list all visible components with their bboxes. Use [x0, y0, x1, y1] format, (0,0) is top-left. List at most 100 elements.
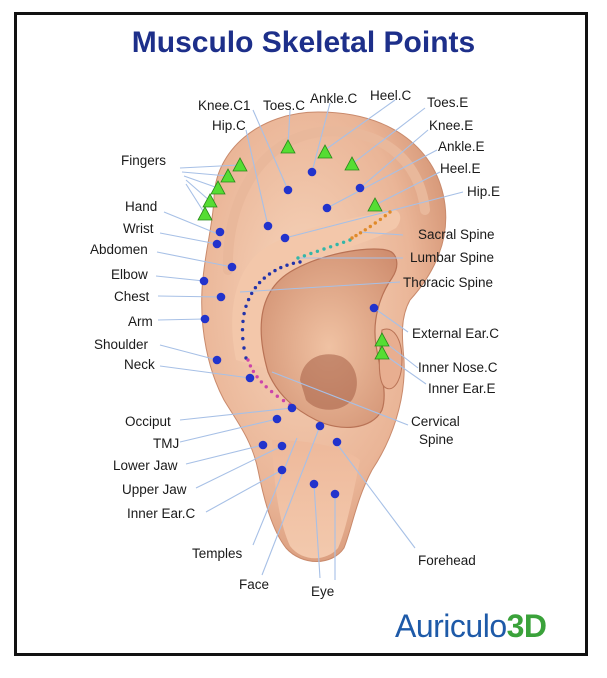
label-external-ear-c: External Ear.C	[412, 326, 499, 341]
cervical-spine-dot	[252, 370, 255, 373]
label-knee-e: Knee.E	[429, 118, 473, 133]
cervical-spine-dot	[260, 380, 263, 383]
cervical-spine-dot	[282, 399, 285, 402]
thoracic-spine-dot	[241, 320, 244, 323]
leader-line	[156, 276, 204, 281]
point-marker	[201, 315, 210, 324]
sacral-spine-dot	[384, 214, 387, 217]
point-marker	[213, 356, 222, 365]
label-spine: Spine	[419, 432, 454, 447]
brand-name: Auriculo	[395, 608, 507, 644]
label-wrist: Wrist	[123, 221, 154, 236]
point-marker	[310, 480, 319, 489]
label-heel-c: Heel.C	[370, 88, 412, 103]
point-marker	[217, 293, 226, 302]
lumbar-spine-dot	[303, 254, 306, 257]
point-marker	[228, 263, 237, 272]
label-cervical: Cervical	[411, 414, 460, 429]
label-knee-c1: Knee.C1	[198, 98, 251, 113]
label-upper-jaw: Upper Jaw	[122, 482, 187, 497]
sacral-spine-dot	[374, 221, 377, 224]
thoracic-spine-dot	[298, 260, 301, 263]
label-hand: Hand	[125, 199, 157, 214]
label-tmj: TMJ	[153, 436, 179, 451]
point-marker	[246, 374, 255, 383]
leader-line	[158, 319, 205, 320]
point-marker	[284, 186, 293, 195]
sacral-spine-dot	[359, 231, 362, 234]
lumbar-spine-dot	[342, 241, 345, 244]
point-marker	[308, 168, 317, 177]
lumbar-spine-dot	[296, 256, 299, 259]
lumbar-spine-dot	[316, 250, 319, 253]
sacral-spine-dot	[369, 225, 372, 228]
cervical-spine-dot	[246, 358, 249, 361]
label-thoracic-spine: Thoracic Spine	[403, 275, 493, 290]
label-inner-ear-c: Inner Ear.C	[127, 506, 196, 521]
label-elbow: Elbow	[111, 267, 148, 282]
point-marker	[356, 184, 365, 193]
label-ankle-e: Ankle.E	[438, 139, 485, 154]
cervical-spine-dot	[255, 375, 258, 378]
label-temples: Temples	[192, 546, 243, 561]
label-lumbar-spine: Lumbar Spine	[410, 250, 494, 265]
thoracic-spine-dot	[242, 312, 245, 315]
point-marker	[316, 422, 325, 431]
thoracic-spine-dot	[263, 276, 266, 279]
label-arm: Arm	[128, 314, 153, 329]
point-marker	[200, 277, 209, 286]
label-occiput: Occiput	[125, 414, 171, 429]
label-ankle-c: Ankle.C	[310, 91, 358, 106]
label-neck: Neck	[124, 357, 155, 372]
cervical-spine-dot	[265, 385, 268, 388]
brand-3d-mark: 3D	[507, 608, 547, 644]
point-marker	[370, 304, 379, 313]
point-marker	[278, 466, 287, 475]
label-toes-c: Toes.C	[263, 98, 305, 113]
point-marker	[213, 240, 222, 249]
point-marker	[278, 442, 287, 451]
label-eye: Eye	[311, 584, 334, 599]
thoracic-spine-dot	[258, 281, 261, 284]
label-hip-e: Hip.E	[467, 184, 500, 199]
point-marker	[216, 228, 225, 237]
cervical-spine-dot	[276, 395, 279, 398]
label-hip-c: Hip.C	[212, 118, 246, 133]
sacral-spine-dot	[379, 218, 382, 221]
lumbar-spine-dot	[335, 243, 338, 246]
thoracic-spine-dot	[254, 286, 257, 289]
label-lower-jaw: Lower Jaw	[113, 458, 178, 473]
thoracic-spine-dot	[241, 328, 244, 331]
thoracic-spine-dot	[285, 264, 288, 267]
thoracic-spine-dot	[242, 346, 245, 349]
point-marker	[288, 404, 297, 413]
point-marker	[333, 438, 342, 447]
sacral-spine-dot	[388, 210, 391, 213]
point-marker	[273, 415, 282, 424]
brand-logo: Auriculo3D	[395, 608, 547, 645]
thoracic-spine-dot	[250, 292, 253, 295]
label-chest: Chest	[114, 289, 150, 304]
sacral-spine-dot	[350, 236, 353, 239]
label-fingers: Fingers	[121, 153, 166, 168]
cervical-spine-dot	[249, 364, 252, 367]
point-marker	[259, 441, 268, 450]
point-marker	[264, 222, 273, 231]
label-toes-e: Toes.E	[427, 95, 468, 110]
thoracic-spine-dot	[241, 337, 244, 340]
lumbar-spine-dot	[309, 252, 312, 255]
triangle-marker	[198, 207, 212, 220]
thoracic-spine-dot	[244, 305, 247, 308]
label-heel-e: Heel.E	[440, 161, 481, 176]
point-marker	[323, 204, 332, 213]
lumbar-spine-dot	[322, 247, 325, 250]
lumbar-spine-dot	[329, 245, 332, 248]
sacral-spine-dot	[364, 228, 367, 231]
label-face: Face	[239, 577, 269, 592]
cervical-spine-dot	[270, 390, 273, 393]
label-shoulder: Shoulder	[94, 337, 149, 352]
sacral-spine-dot	[354, 234, 357, 237]
label-abdomen: Abdomen	[90, 242, 148, 257]
thoracic-spine-dot	[247, 298, 250, 301]
label-sacral-spine: Sacral Spine	[418, 227, 495, 242]
